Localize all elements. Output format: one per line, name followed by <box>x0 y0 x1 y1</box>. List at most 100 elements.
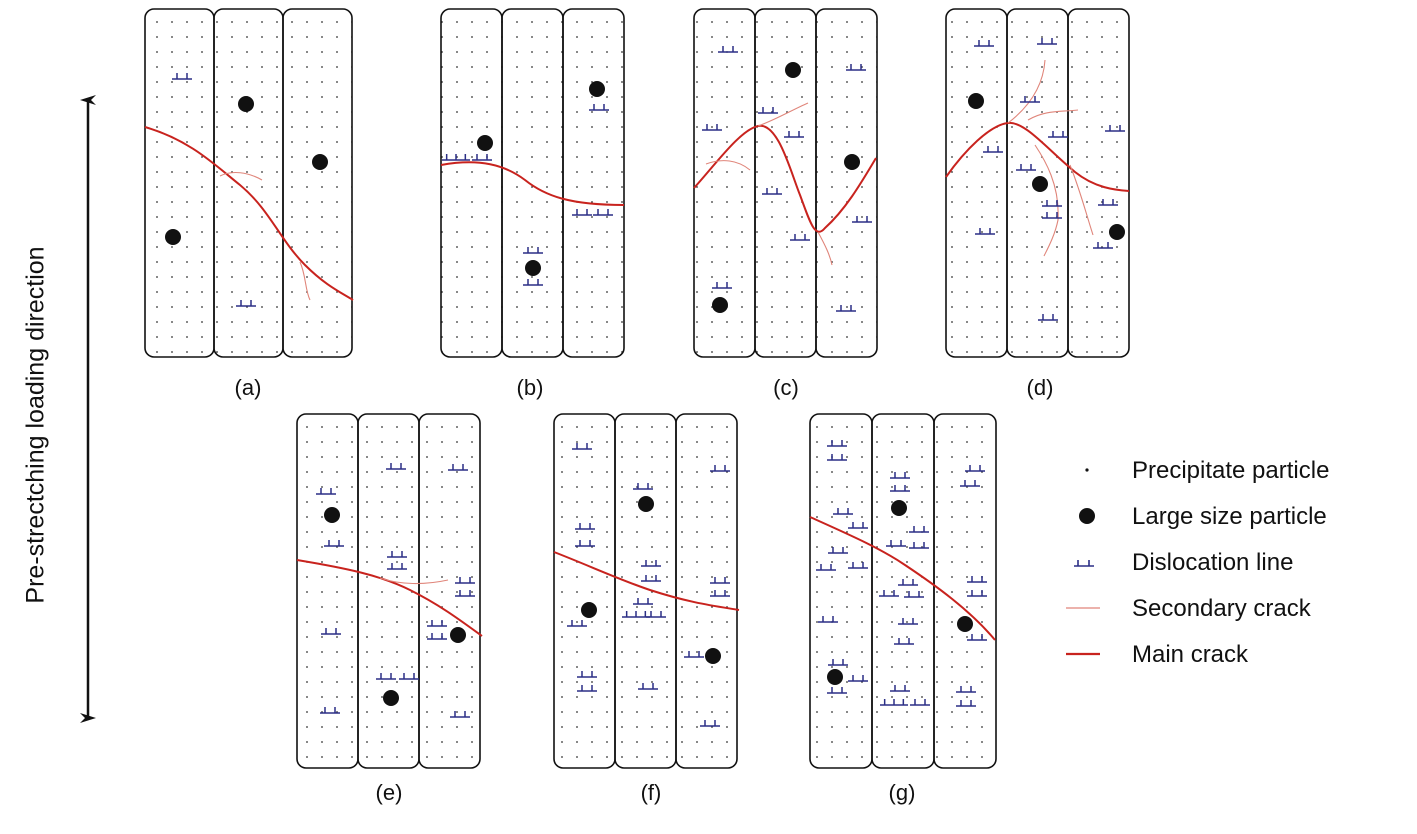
secondary-crack <box>1069 164 1094 236</box>
legend-label: Dislocation line <box>1132 549 1294 576</box>
dislocation-line <box>960 480 980 487</box>
dislocation-line <box>848 562 868 569</box>
grain <box>562 8 625 358</box>
dislocation-line <box>320 707 340 714</box>
large-particle <box>891 500 907 516</box>
grain <box>945 8 1008 358</box>
legend-label: Precipitate particle <box>1132 457 1330 484</box>
grain <box>1067 8 1130 358</box>
dislocation-line <box>718 46 738 53</box>
dislocation-line <box>641 560 661 567</box>
dislocation-line <box>172 73 192 80</box>
panel-d: (d) <box>945 8 1130 400</box>
large-particle <box>165 229 181 245</box>
large-particle <box>312 154 328 170</box>
large-particle <box>957 616 973 632</box>
grain <box>418 413 481 769</box>
dislocation-line <box>836 305 856 312</box>
main-crack <box>296 559 483 637</box>
secondary-crack <box>299 261 311 301</box>
panel-c: (c) <box>693 8 878 400</box>
large-particle <box>712 297 728 313</box>
panel-b: (b) <box>440 8 625 400</box>
main-crack <box>440 161 625 206</box>
dislocation-line <box>577 671 597 678</box>
grain <box>614 413 677 769</box>
dislocation-line <box>646 611 666 618</box>
dislocation-line <box>442 154 470 161</box>
dislocation-line <box>846 64 866 71</box>
dislocation-line <box>828 659 848 666</box>
dislocation-line <box>633 598 653 605</box>
dislocation-line <box>967 634 987 641</box>
panels-layer: (a)(b)(c)(d)(e)(f)(g) <box>144 8 1130 805</box>
dislocation-line <box>956 686 976 693</box>
dislocation-line <box>848 675 868 682</box>
large-particle <box>638 496 654 512</box>
dislocation-line <box>633 483 653 490</box>
large-particle <box>1109 224 1125 240</box>
panel-g: (g) <box>809 413 997 805</box>
grain <box>501 8 564 358</box>
dislocation-line <box>1048 131 1068 138</box>
dislocation-line <box>1038 314 1058 321</box>
dislocation-line <box>236 300 256 307</box>
large-particle <box>589 81 605 97</box>
grain <box>213 8 284 358</box>
dislocation-line <box>879 590 899 597</box>
large-particle <box>525 260 541 276</box>
dislocation-line <box>710 577 730 584</box>
dislocation-line <box>852 216 872 223</box>
dislocation-line <box>386 463 406 470</box>
dislocation-line <box>1098 199 1118 206</box>
dislocation-line <box>638 683 658 690</box>
secondary-crack <box>1007 59 1079 124</box>
dislocation-line <box>1105 125 1125 132</box>
large-particle <box>324 507 340 523</box>
dislocation-line <box>387 563 407 570</box>
main-crack <box>945 121 1130 192</box>
grain <box>933 413 997 769</box>
dislocation-line <box>593 209 613 216</box>
grain <box>754 8 817 358</box>
large-particle <box>450 627 466 643</box>
dislocation-line <box>567 620 587 627</box>
dislocation-line <box>965 465 985 472</box>
dislocation-line <box>827 440 847 447</box>
dislocation-line <box>956 700 976 707</box>
dislocation-line <box>827 687 847 694</box>
legend-item-secondary-crack: Secondary crack <box>1060 593 1380 623</box>
secondary-crack-icon <box>1066 607 1100 609</box>
dislocation-line <box>710 465 730 472</box>
main-crack <box>693 124 877 233</box>
secondary-crack <box>757 102 809 127</box>
dislocation-line <box>967 590 987 597</box>
large-particle <box>785 62 801 78</box>
dislocation-line-icon <box>1074 560 1094 567</box>
grain <box>440 8 503 358</box>
dislocation-line <box>1016 164 1036 171</box>
legend-item-large-particle: Large size particle <box>1060 501 1380 531</box>
legend-item-main-crack: Main crack <box>1060 639 1380 669</box>
dislocation-line <box>967 576 987 583</box>
dislocation-line <box>784 131 804 138</box>
legend-item-precipitate: Precipitate particle <box>1060 455 1380 485</box>
large-particle <box>968 93 984 109</box>
panel-f: (f) <box>553 413 740 805</box>
large-particle <box>477 135 493 151</box>
dislocation-line <box>427 633 447 640</box>
dislocation-line <box>575 523 595 530</box>
secondary-crack <box>1034 144 1059 257</box>
panel-e: (e) <box>296 413 483 805</box>
main-crack-icon <box>1066 652 1100 656</box>
large-particle <box>238 96 254 112</box>
dislocation-line <box>983 146 1003 153</box>
dislocation-line <box>890 485 910 492</box>
dislocation-line <box>702 124 722 131</box>
dislocation-line <box>898 618 918 625</box>
dislocation-line <box>572 443 592 450</box>
dislocation-line <box>880 699 908 706</box>
dislocation-line <box>572 209 592 216</box>
